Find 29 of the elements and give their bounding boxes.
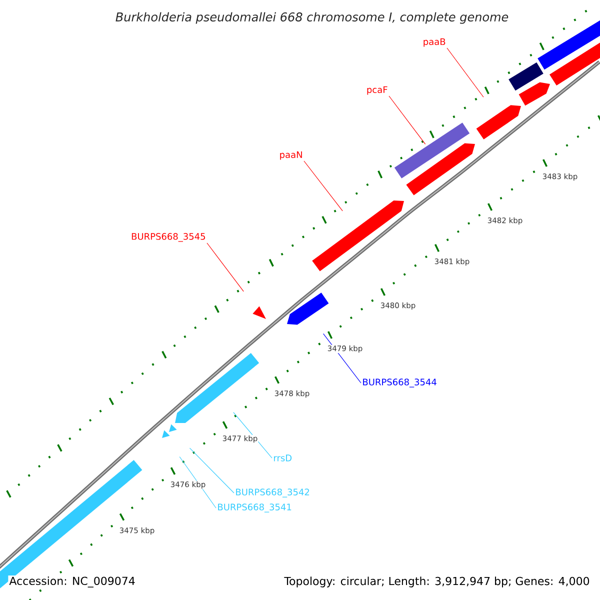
leader-line xyxy=(388,96,426,145)
gene-feature xyxy=(394,122,470,178)
gene-feature xyxy=(252,306,266,319)
footer-text: Topology: circular; Length: 3,912,947 bp; Genes: 4,000 xyxy=(283,576,591,588)
gene-feature xyxy=(0,460,142,589)
leader-line xyxy=(446,48,484,98)
gene-feature xyxy=(406,143,475,196)
title: Burkholderia pseudomallei 668 chromosome I, complete genome xyxy=(116,12,508,24)
gene-feature xyxy=(518,82,550,106)
gene-feature xyxy=(312,200,404,272)
gene-label: BURPS668_3542 xyxy=(236,488,310,498)
leader-line xyxy=(206,242,244,292)
leader-line xyxy=(189,448,234,494)
gene-feature xyxy=(175,353,260,423)
gene-label: BURPS668_3545 xyxy=(132,233,205,242)
gene-label: rrsD xyxy=(274,454,292,462)
gene-label: pcaF xyxy=(367,86,388,95)
gene-feature xyxy=(162,430,170,438)
footer-text: Accession: NC_009074 xyxy=(8,576,136,588)
gene-label: paaN xyxy=(280,151,302,160)
gene-label: BURPS668_3541 xyxy=(218,504,292,512)
leader-line xyxy=(233,412,272,458)
gene-feature xyxy=(169,424,177,432)
gene-feature xyxy=(287,292,329,325)
gene-feature xyxy=(476,105,521,140)
leader-line xyxy=(304,160,343,212)
gene-feature xyxy=(508,62,544,91)
gene-label: BURPS668_3544 xyxy=(363,378,436,388)
gene-label: paaB xyxy=(424,38,446,47)
